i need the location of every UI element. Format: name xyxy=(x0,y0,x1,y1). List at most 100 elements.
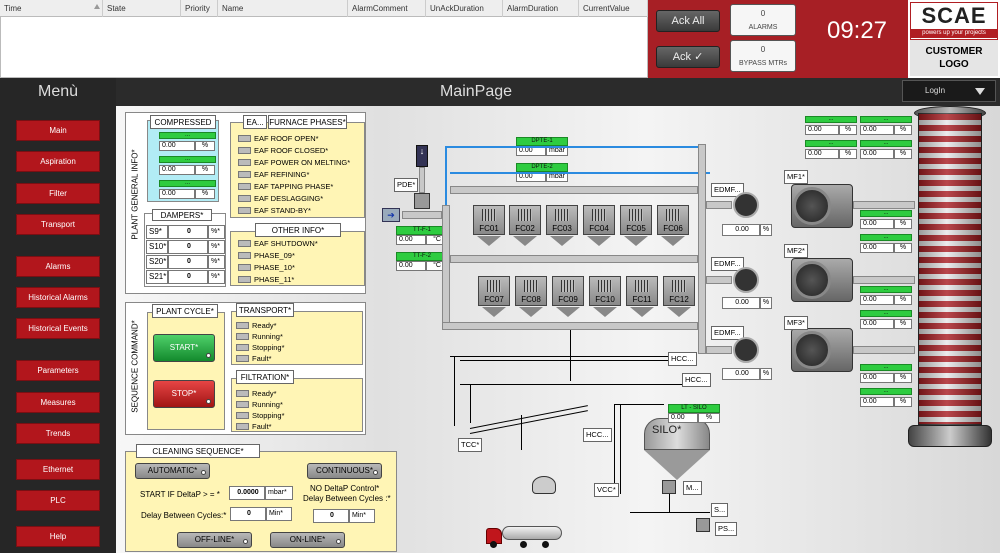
transport-item: Fault* xyxy=(236,353,272,364)
furnace-phases-title: FURNACE PHASES* xyxy=(268,115,347,129)
bypass-count: 0 xyxy=(760,45,766,54)
fan-icon[interactable] xyxy=(793,331,831,369)
other-item-label: EAF SHUTDOWN* xyxy=(254,239,318,248)
fan-inlet-pipe xyxy=(706,201,732,209)
ack-button[interactable]: Ack ✓ xyxy=(656,46,720,68)
page-title: MainPage xyxy=(439,83,513,100)
on-line-button[interactable]: ON-LINE* xyxy=(270,532,345,548)
col-time[interactable]: Time xyxy=(0,0,103,17)
tcc-tag[interactable]: TCC* xyxy=(458,438,483,452)
indicator xyxy=(238,195,251,202)
edmf-tag[interactable]: EDMF... xyxy=(711,257,744,271)
stop-button[interactable]: STOP* xyxy=(153,380,215,408)
menu-transport[interactable]: Transport xyxy=(16,214,100,235)
edmf-tag[interactable]: EDMF... xyxy=(711,326,744,340)
furnace-item: EAF STAND-BY* xyxy=(238,205,311,216)
col-alarmcomment[interactable]: AlarmComment xyxy=(348,0,426,17)
wheel-icon xyxy=(520,541,527,548)
menu-historical-events[interactable]: Historical Events xyxy=(16,318,100,339)
chimney-stack[interactable] xyxy=(918,113,982,425)
col-name[interactable]: Name xyxy=(218,0,348,17)
damper-icon xyxy=(733,267,759,293)
fan-icon[interactable] xyxy=(793,187,831,225)
edmf-tag[interactable]: EDMF... xyxy=(711,183,744,197)
sequence-label: SEQUENCE COMMAND* xyxy=(130,320,140,413)
silo[interactable] xyxy=(644,418,710,450)
ack-all-button[interactable]: Ack All xyxy=(656,10,720,32)
filter-cell[interactable]: FC07 xyxy=(478,276,510,306)
indicator xyxy=(236,333,249,340)
menu-parameters[interactable]: Parameters xyxy=(16,360,100,381)
filtration-item: Fault* xyxy=(236,421,272,432)
hcc-tag[interactable]: HCC... xyxy=(583,428,612,442)
delay2-input[interactable]: 0 xyxy=(313,509,349,523)
main-duct xyxy=(442,205,450,330)
filter-cell[interactable]: FC12 xyxy=(663,276,695,306)
col-state[interactable]: State xyxy=(103,0,181,17)
menu-plc[interactable]: PLC xyxy=(16,490,100,511)
indicator xyxy=(238,252,251,259)
menu-ethernet[interactable]: Ethernet xyxy=(16,459,100,480)
other-item-label: PHASE_09* xyxy=(254,251,295,260)
fan-bar-unit: % xyxy=(894,397,912,407)
s-tag[interactable]: S... xyxy=(711,503,729,517)
login-label: LogIn xyxy=(925,86,946,95)
eaf-button[interactable]: EA... xyxy=(243,115,267,129)
fan-bar-value: 0.00 xyxy=(860,373,894,383)
lt-silo-unit: % xyxy=(698,413,720,423)
menu-aspiration[interactable]: Aspiration xyxy=(16,151,100,172)
col-unackduration[interactable]: UnAckDuration xyxy=(426,0,503,17)
plant-cycle-panel xyxy=(147,312,225,430)
damper-unit: %* xyxy=(208,255,225,269)
menu-help[interactable]: Help xyxy=(16,526,100,547)
fan-bar-value: 0.00 xyxy=(805,125,839,135)
hcc-tag[interactable]: HCC... xyxy=(668,352,697,366)
other-info-panel xyxy=(230,231,365,286)
vcc-line xyxy=(614,404,615,494)
col-label: State xyxy=(107,4,126,13)
start-button[interactable]: START* xyxy=(153,334,215,362)
login-dropdown[interactable]: LogIn xyxy=(902,80,996,102)
menu-historical-alarms[interactable]: Historical Alarms xyxy=(16,287,100,308)
menu-measures[interactable]: Measures xyxy=(16,392,100,413)
filter-cell[interactable]: FC10 xyxy=(589,276,621,306)
menu-main[interactable]: Main xyxy=(16,120,100,141)
menu-trends[interactable]: Trends xyxy=(16,423,100,444)
delay-input[interactable]: 0 xyxy=(230,507,266,521)
indicator xyxy=(238,135,251,142)
filter-cell[interactable]: FC08 xyxy=(515,276,547,306)
other-item: PHASE_11* xyxy=(238,274,294,285)
transport-item-label: Fault* xyxy=(252,354,272,363)
filter-cell[interactable]: FC11 xyxy=(626,276,658,306)
menu-alarms[interactable]: Alarms xyxy=(16,256,100,277)
filter-cell[interactable]: FC09 xyxy=(552,276,584,306)
hcc-tag[interactable]: HCC... xyxy=(682,373,711,387)
continuous-button[interactable]: CONTINUOUS* xyxy=(307,463,382,479)
col-alarmduration[interactable]: AlarmDuration xyxy=(503,0,579,17)
filter-cell[interactable]: FC04 xyxy=(583,205,615,235)
filter-cell[interactable]: FC05 xyxy=(620,205,652,235)
off-line-button[interactable]: OFF-LINE* xyxy=(177,532,252,548)
filter-cell[interactable]: FC01 xyxy=(473,205,505,235)
start-if-input[interactable]: 0.0000 xyxy=(229,486,265,500)
fan-bar-value: 0.00 xyxy=(860,319,894,329)
ps-tag[interactable]: PS... xyxy=(715,522,738,536)
hopper xyxy=(593,307,617,317)
mf-tag[interactable]: MF2* xyxy=(784,244,808,258)
col-currentvalue[interactable]: CurrentValue xyxy=(579,0,648,17)
fan-icon[interactable] xyxy=(793,261,831,299)
mf-tag[interactable]: MF3* xyxy=(784,316,808,330)
menu-filter[interactable]: Filter xyxy=(16,183,100,204)
automatic-button[interactable]: AUTOMATIC* xyxy=(135,463,210,479)
col-priority[interactable]: Priority xyxy=(181,0,218,17)
filter-cell[interactable]: FC02 xyxy=(509,205,541,235)
mf-tag[interactable]: MF1* xyxy=(784,170,808,184)
filter-cell[interactable]: FC03 xyxy=(546,205,578,235)
automatic-label: AUTOMATIC* xyxy=(147,466,198,475)
fan-bar: ... xyxy=(860,364,912,371)
ack-label: Ack xyxy=(672,51,692,63)
filter-cell[interactable]: FC06 xyxy=(657,205,689,235)
m-tag[interactable]: M... xyxy=(683,481,702,495)
vcc-tag[interactable]: VCC* xyxy=(594,483,619,497)
pde-tag[interactable]: PDE* xyxy=(394,178,419,192)
